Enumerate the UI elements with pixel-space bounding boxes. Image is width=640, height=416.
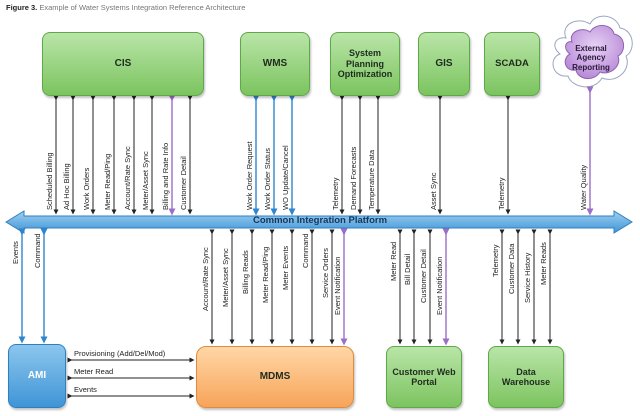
cis-flow-label-3: Work Orders [82,167,91,210]
dw-flow-label-3: Service History [523,252,532,303]
cloud-shape [552,15,633,88]
cis-flow-label-6: Meter/Asset Sync [141,151,150,210]
cwp-flow-label-3: Customer Detail [419,248,428,303]
lower-connectors [18,228,553,399]
cwp-flow-label-2: Bill Detail [403,254,412,286]
spo-flow-label-2: Demand Forecasts [349,146,358,210]
platform-label: Common Integration Platform [252,215,388,226]
spo-flow-label-3: Temperature Data [367,149,376,210]
mdms-flow-label-4: Meter Read/Ping [261,246,270,303]
mdms-box: MDMS [196,346,354,408]
wms-flow-label-2: Work Order Status [263,148,272,210]
ami-mdms-flow-label-2: Meter Read [74,367,114,376]
cis-flow-label-5: Account/Rate Sync [123,146,132,210]
ami-flow-label-1: Events [11,240,20,264]
data-warehouse-box: Data Warehouse [488,346,564,408]
ami-mdms-flow-label-1: Provisioning (Add/Del/Mod) [74,349,166,358]
wms-flow-label-1: Work Order Request [245,141,254,210]
customer-web-portal-box: Customer Web Portal [386,346,462,408]
external-agency-reporting-label: External Agency Reporting [572,44,610,72]
wms-box: WMS [240,32,310,96]
cis-flow-label-7: Billing and Rate Info [161,142,170,210]
mdms-flow-label-5: Meter Events [281,245,290,290]
cwp-flow-label-4: Event Notification [435,257,444,316]
ami-box: AMI [8,344,66,408]
mdms-flow-label-6: Command [301,233,310,269]
upper-connectors [53,86,594,216]
system-planning-optimization-box: System Planning Optimization [330,32,400,96]
cis-flow-label-4: Meter Read/Ping [103,153,112,210]
gis-flow-label-1: Asset Sync [429,172,438,210]
mdms-flow-label-2: Meter/Asset Sync [221,248,230,307]
spo-flow-label-1: Telemetry [331,177,340,210]
cis-flow-label-1: Scheduled Billing [45,152,54,210]
cwp-flow-label-1: Meter Read [389,241,398,281]
mdms-flow-label-1: Account/Rate Sync [201,247,210,312]
cis-flow-label-8: Customer Detail [179,156,188,210]
dw-flow-label-1: Telemetry [491,244,500,277]
mdms-flow-label-3: Billing Reads [241,250,250,294]
ext-flow-label-1: Water Quality [579,164,588,210]
dw-flow-label-4: Meter Reads [539,242,548,286]
scada-flow-label-1: Telemetry [497,177,506,210]
mdms-flow-label-7: Service Orders [321,248,330,299]
cis-flow-label-2: Ad Hoc Billing [62,163,71,210]
wms-flow-label-3: WO Update/Cancel [281,145,290,210]
figure-title: Figure 3. Example of Water Systems Integ… [6,3,246,12]
scada-box: SCADA [484,32,540,96]
dw-flow-label-2: Customer Data [507,243,516,294]
gis-box: GIS [418,32,470,96]
ami-mdms-flow-label-3: Events [74,385,97,394]
ami-flow-label-2: Command [33,233,42,269]
cis-box: CIS [42,32,204,96]
mdms-flow-label-8: Event Notification [333,257,342,316]
